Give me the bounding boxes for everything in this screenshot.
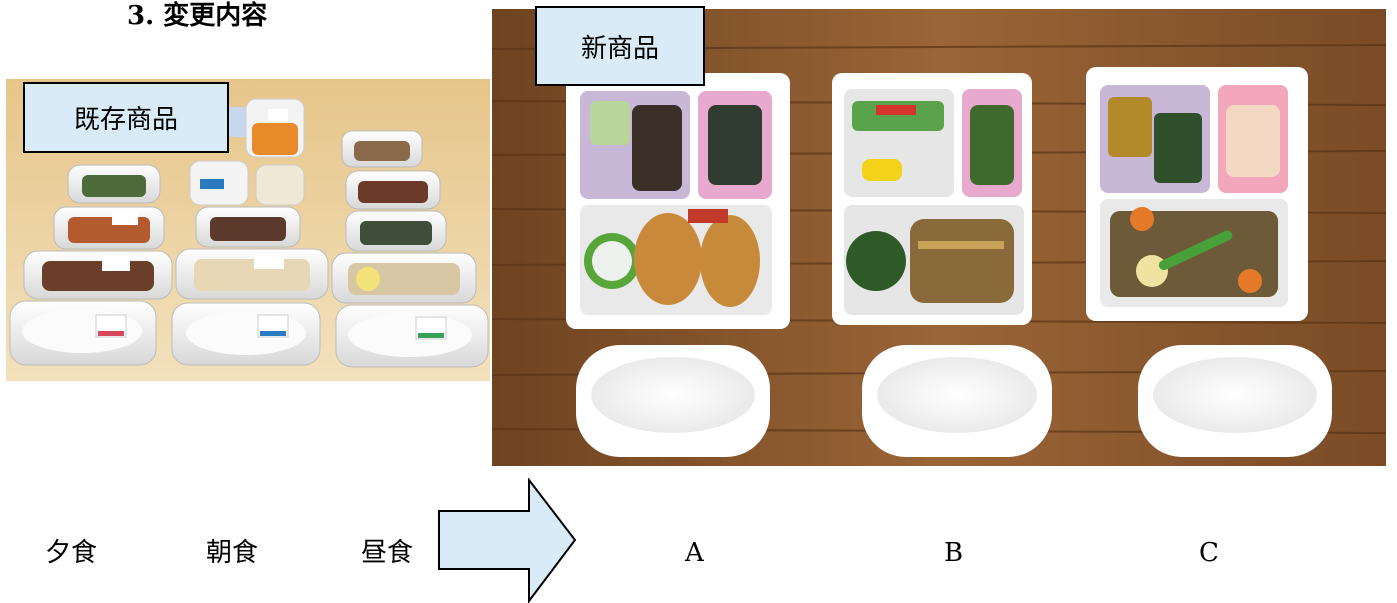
new-products-photo — [492, 9, 1386, 466]
existing-products-label: 既存商品 — [23, 82, 229, 153]
new-meal-label-c: C — [1199, 538, 1219, 568]
existing-products-photo — [6, 79, 490, 381]
meal-label-dinner: 夕食 — [45, 538, 98, 568]
new-products-label: 新商品 — [535, 6, 705, 86]
right-arrow-icon — [438, 478, 577, 603]
new-meal-label-a: A — [685, 538, 704, 568]
meal-label-breakfast: 朝食 — [206, 538, 259, 568]
meal-label-lunch: 昼食 — [361, 538, 414, 568]
new-meal-label-b: B — [944, 538, 964, 568]
section-heading: 3. 変更内容 — [127, 1, 268, 31]
